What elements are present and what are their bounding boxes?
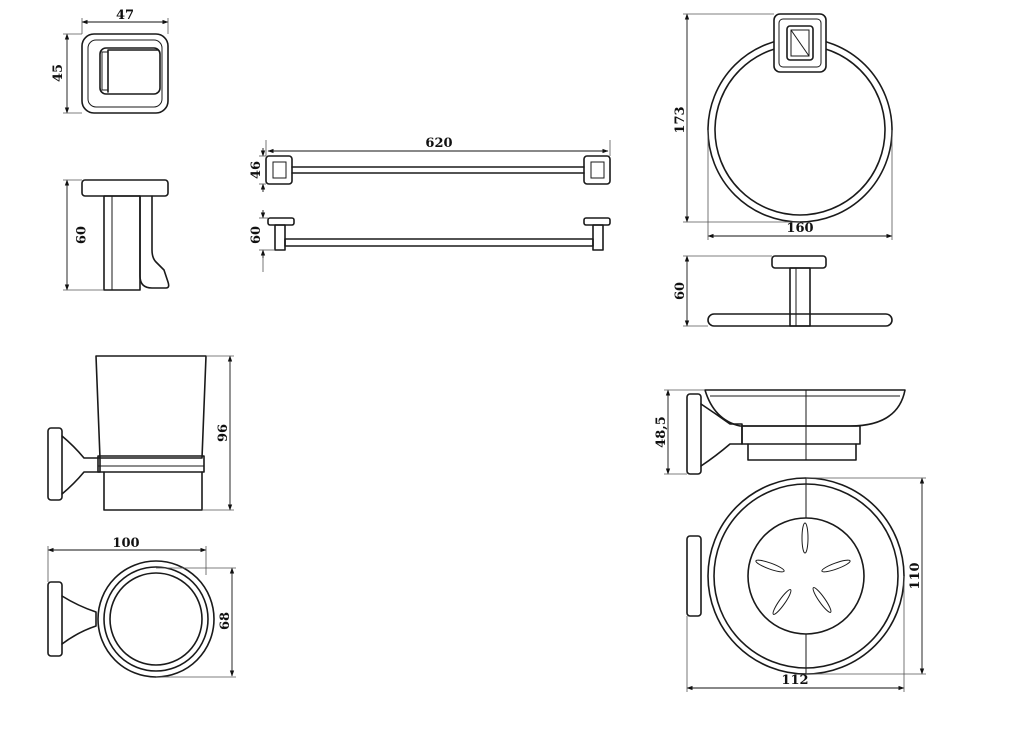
ring-depth-label: 60 <box>673 282 688 300</box>
soap-dish-top-view <box>686 477 905 675</box>
bar-bracket-height-dimension: 46 <box>249 148 266 192</box>
bar-depth-label: 60 <box>249 226 264 244</box>
bar-bracket-height-label: 46 <box>249 161 264 179</box>
hook-height-label: 45 <box>51 64 66 82</box>
bar-depth-dimension: 60 <box>249 210 275 272</box>
ring-width-dimension: 160 <box>707 130 893 240</box>
tumbler-depth-dimension: 68 <box>156 567 236 678</box>
tumbler-height-label: 96 <box>216 424 231 442</box>
tumbler-depth-label: 68 <box>218 612 233 630</box>
soap-height-dimension: 48,5 <box>654 389 705 475</box>
hook-depth-dimension: 09 <box>63 179 104 291</box>
tumbler-width-label: 100 <box>112 536 139 551</box>
ring-width-label: 160 <box>786 221 813 236</box>
tumbler-holder-side-view <box>47 355 207 511</box>
robe-hook-front-view <box>81 33 169 114</box>
soap-width-label: 112 <box>781 673 808 688</box>
tumbler-height-dimension: 96 <box>202 355 234 511</box>
towel-bar-top-view <box>267 217 611 251</box>
hook-height-dimension: 45 <box>51 33 82 114</box>
towel-bar-front-view <box>265 155 611 185</box>
hook-width-label: 47 <box>116 8 134 23</box>
bar-length-label: 620 <box>425 136 452 151</box>
bar-length-dimension: 620 <box>265 136 611 156</box>
hook-width-dimension: 47 <box>81 8 169 34</box>
tumbler-holder-top-view <box>47 560 215 678</box>
towel-ring-top-view <box>707 255 893 327</box>
ring-height-dimension: 173 <box>673 13 800 223</box>
soap-height-label: 48,5 <box>654 416 669 448</box>
towel-ring-front-view <box>707 13 893 223</box>
hook-depth-label: 09 <box>72 226 87 244</box>
soap-width-dimension: 112 <box>686 576 905 692</box>
drain-slots <box>755 522 851 615</box>
ring-depth-dimension: 60 <box>673 255 772 327</box>
robe-hook-side-view <box>81 179 170 291</box>
tumbler-width-dimension: 100 <box>47 536 207 582</box>
soap-depth-label: 110 <box>908 562 923 589</box>
ring-height-label: 173 <box>673 106 688 133</box>
soap-depth-dimension: 110 <box>806 477 926 675</box>
soap-dish-side-view <box>686 389 906 475</box>
